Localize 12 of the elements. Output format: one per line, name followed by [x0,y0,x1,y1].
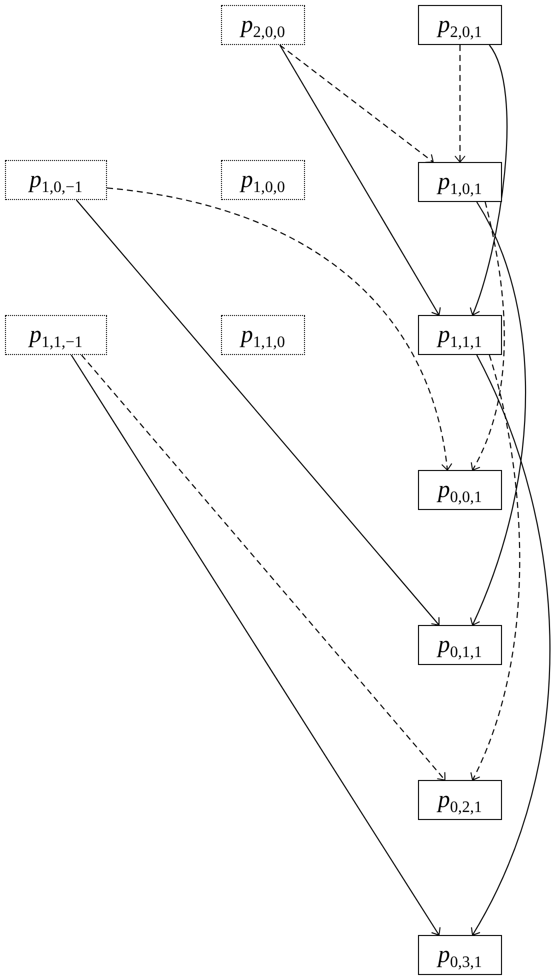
dotted-variable-box: p$_{1,0,−1}$ [5,160,107,200]
variable-box: p$_{1,1,1}$ [418,315,502,355]
dotted-variable-box: p$_{2,0,0}$ [221,5,305,45]
dotted-variable-box: p$_{1,0,0}$ [221,160,305,200]
variable-box: p$_{0,0,1}$ [418,470,502,510]
variable-box: p$_{0,3,1}$ [418,935,502,975]
dotted-variable-box: p$_{1,1,0}$ [221,315,305,355]
variable-box: p$_{1,0,1}$ [418,162,502,202]
variable-box: p$_{0,2,1}$ [418,780,502,820]
variable-box: p$_{2,0,1}$ [418,5,502,45]
variable-box: p$_{0,1,1}$ [418,625,502,665]
dotted-variable-box: p$_{1,1,−1}$ [5,315,107,355]
